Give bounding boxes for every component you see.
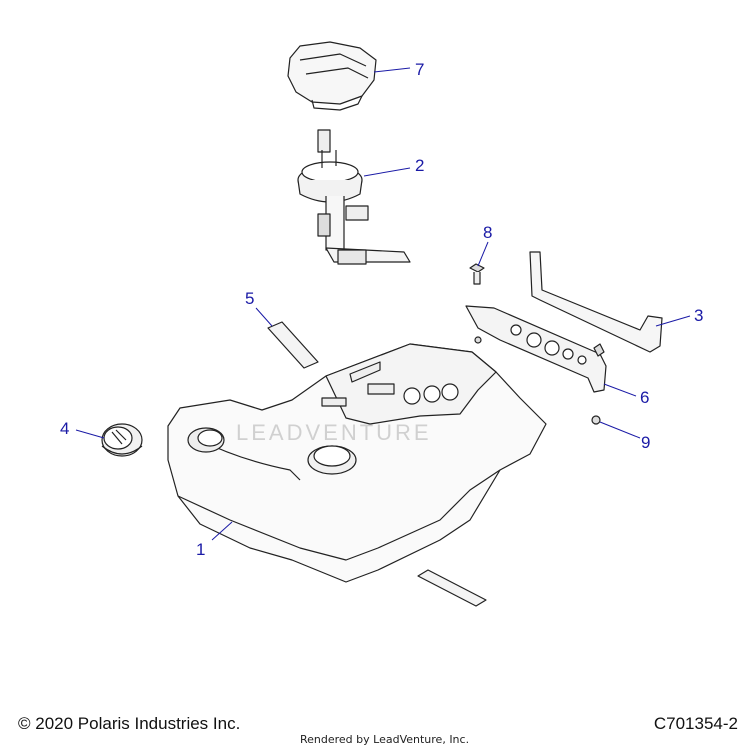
leader-line-3 — [655, 315, 691, 327]
part-6-bracket[interactable] — [465, 305, 607, 393]
callout-8[interactable]: 8 — [483, 223, 493, 242]
part-3-strap[interactable] — [529, 251, 663, 353]
part-2-fuel-pump[interactable] — [297, 129, 411, 265]
part-9-nut[interactable] — [591, 415, 601, 425]
leader-lines — [75, 67, 691, 541]
callout-3[interactable]: 3 — [694, 306, 704, 325]
callout-2[interactable]: 2 — [415, 156, 425, 175]
callout-9[interactable]: 9 — [641, 433, 651, 452]
part-5-pad-top[interactable] — [267, 321, 319, 369]
part-8-bolt[interactable] — [469, 263, 485, 285]
leader-line-6 — [603, 383, 637, 397]
part-5-pad-bottom[interactable] — [417, 569, 487, 607]
part-1-fuel-tank[interactable] — [167, 343, 547, 583]
leader-line-9 — [599, 421, 641, 439]
render-credit: Rendered by LeadVenture, Inc. — [300, 733, 470, 746]
callout-5[interactable]: 5 — [245, 289, 255, 308]
leader-line-1 — [211, 521, 233, 541]
watermark-text: LEADVENTURE — [236, 420, 432, 445]
callout-7[interactable]: 7 — [415, 60, 425, 79]
leader-line-4 — [75, 429, 105, 439]
leader-line-2 — [363, 167, 411, 177]
part-7-pump-cover[interactable] — [287, 41, 377, 111]
leader-line-8 — [477, 241, 489, 267]
callout-1[interactable]: 1 — [196, 540, 206, 559]
callout-4[interactable]: 4 — [60, 419, 70, 438]
copyright-text: © 2020 Polaris Industries Inc. — [18, 714, 241, 733]
leader-line-5 — [255, 307, 273, 327]
part-4-fuel-cap[interactable] — [101, 423, 143, 457]
leader-line-7 — [373, 67, 411, 73]
callout-6[interactable]: 6 — [640, 388, 650, 407]
diagram-code: C701354-2 — [653, 714, 738, 733]
